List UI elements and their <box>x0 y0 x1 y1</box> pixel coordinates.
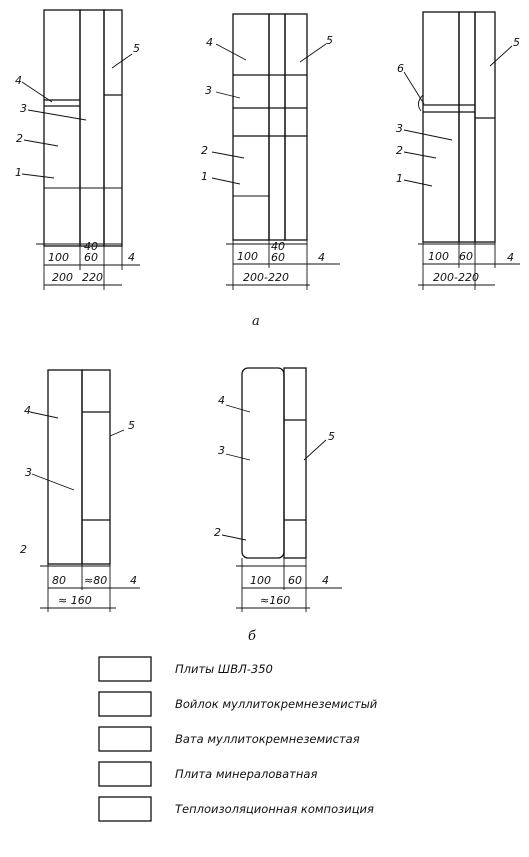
label-3: 3 <box>218 444 225 457</box>
label-1: 1 <box>201 170 208 183</box>
dim-b: 60 <box>459 250 473 263</box>
label-4: 4 <box>206 36 213 49</box>
legend-item: Плиты ШВЛ-350 <box>98 656 273 682</box>
label-4: 4 <box>15 74 22 87</box>
label-5: 5 <box>328 430 335 443</box>
label-5: 5 <box>128 419 135 432</box>
dim-total: 200-220 <box>433 271 479 284</box>
label-4: 4 <box>24 404 31 417</box>
dim-b: 60 <box>288 574 302 587</box>
label-5: 5 <box>513 36 520 49</box>
legend-item: Теплоизоляционная композиция <box>98 796 374 822</box>
label-5: 5 <box>133 42 140 55</box>
panel-a2: 4 3 2 1 5 100 40 60 4 200-220 <box>201 13 340 290</box>
label-2-side: 2 <box>20 543 27 556</box>
dim-a: 100 <box>237 250 258 263</box>
dim-b: 40 <box>84 240 98 253</box>
dim-a: 100 <box>250 574 271 587</box>
panel-a1: 4 3 2 1 5 100 40 60 4 200 220 <box>15 9 140 290</box>
legend-label: Вата муллитокремнеземистая <box>175 732 360 746</box>
dim-a: 100 <box>48 251 69 264</box>
dim-c: 4 <box>507 251 514 264</box>
legend-item: Вата муллитокремнеземистая <box>98 726 360 752</box>
layer-composition <box>284 13 308 241</box>
layer-hatched <box>422 11 460 243</box>
dim-c: 4 <box>318 251 325 264</box>
label-1: 1 <box>15 166 22 179</box>
label-3: 3 <box>396 122 403 135</box>
dim-c: 4 <box>130 574 137 587</box>
label-2: 2 <box>214 526 221 539</box>
label-2: 2 <box>201 144 208 157</box>
dim-c: 4 <box>128 251 135 264</box>
label-3: 3 <box>25 466 32 479</box>
dim-a: 100 <box>428 250 449 263</box>
panel-b2: 4 3 2 5 100 60 4 ≈160 <box>214 367 342 612</box>
layer-felt <box>268 13 286 241</box>
panel-a3: 6 3 2 1 5 100 60 4 200-220 <box>396 11 520 290</box>
dim-total: 200 <box>52 271 73 284</box>
dim-b: 40 <box>271 240 285 253</box>
label-2: 2 <box>16 132 23 145</box>
layer-felt <box>458 11 476 243</box>
wool-icon <box>98 726 152 752</box>
layer-composition <box>103 9 123 247</box>
layer-composition <box>81 369 111 565</box>
legend: Плиты ШВЛ-350 Войлок муллитокремнеземист… <box>98 656 378 822</box>
dim-c: 4 <box>322 574 329 587</box>
dim-total: ≈160 <box>260 594 290 607</box>
legend-label: Теплоизоляционная композиция <box>175 802 374 816</box>
panel-b1: 4 3 5 2 80 ≈80 4 ≈ 160 <box>20 369 140 612</box>
legend-item: Войлок муллитокремнеземистый <box>98 691 378 717</box>
layer-wool <box>241 367 285 559</box>
label-4: 4 <box>218 394 225 407</box>
dim-total: ≈ 160 <box>58 594 92 607</box>
layer-composition <box>283 367 307 559</box>
mineral-plate-icon <box>98 761 152 787</box>
dim-total: 200-220 <box>243 271 289 284</box>
legend-label: Плита минераловатная <box>175 767 317 781</box>
felt-icon <box>98 691 152 717</box>
layer-felt <box>79 9 105 247</box>
hatched-plate-icon <box>98 656 152 682</box>
legend-item: Плита минераловатная <box>98 761 317 787</box>
dim-b2: 60 <box>84 251 98 264</box>
legend-label: Войлок муллитокремнеземистый <box>175 697 378 711</box>
caption-b: б <box>248 629 256 644</box>
layer-hatched <box>43 9 81 247</box>
layer-felt <box>47 369 83 565</box>
composition-icon <box>98 796 152 822</box>
dim-b2: 60 <box>271 251 285 264</box>
dim-total-b: 220 <box>82 271 103 284</box>
dim-a: 80 <box>52 574 66 587</box>
label-6: 6 <box>397 62 404 75</box>
layer-hatched <box>232 13 270 241</box>
label-2: 2 <box>396 144 403 157</box>
legend-label: Плиты ШВЛ-350 <box>175 662 273 676</box>
label-1: 1 <box>396 172 403 185</box>
caption-a: а <box>252 314 260 329</box>
layer-composition <box>474 11 496 243</box>
dim-b: ≈80 <box>84 574 107 587</box>
label-3: 3 <box>205 84 212 97</box>
label-3: 3 <box>20 102 27 115</box>
label-5: 5 <box>326 34 333 47</box>
